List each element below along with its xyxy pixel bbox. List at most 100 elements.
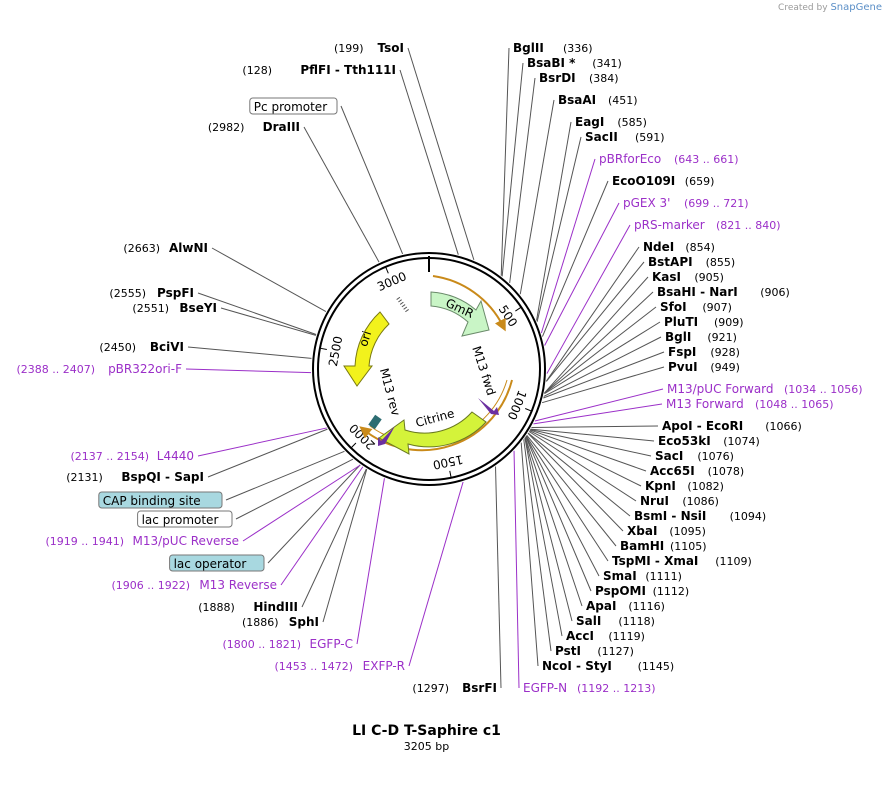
site-label[interactable]: M13 Reverse (1906 .. 1922) (111, 578, 277, 592)
site-label[interactable]: SacI(1076) (655, 449, 734, 463)
enzyme-name: BglI (665, 330, 691, 344)
leader-line (185, 368, 312, 374)
orf-arc-citrine (359, 379, 513, 452)
site-label[interactable]: BspQI - SapI(2131) (66, 470, 204, 484)
site-label[interactable]: TsoI(199) (334, 41, 404, 55)
tick-label: 1500 (432, 452, 465, 472)
site-label[interactable]: CAP binding site (98, 491, 223, 509)
site-label[interactable]: PstI(1127) (555, 644, 634, 658)
site-label[interactable]: pBRforEco(643 .. 661) (599, 152, 739, 166)
site-label[interactable]: Acc65I(1078) (650, 464, 744, 478)
site-label[interactable]: PflFI - Tth111I(128) (242, 63, 396, 77)
site-label[interactable]: ApoI - EcoRI(1066) (662, 419, 802, 433)
site-label[interactable]: FspI(928) (668, 345, 740, 359)
site-label[interactable]: HindIII(1888) (198, 600, 298, 614)
site-label[interactable]: BglI(921) (665, 330, 737, 344)
primer-name: EXFP-R (363, 659, 405, 673)
primer-name: M13/pUC Forward (667, 382, 774, 396)
enzyme-name: BsaBI * (527, 56, 576, 70)
site-label[interactable]: TspMI - XmaI(1109) (612, 554, 752, 568)
primer-name: M13 Reverse (199, 578, 277, 592)
site-label[interactable]: BsrDI(384) (539, 71, 619, 85)
site-label[interactable]: SalI(1118) (576, 614, 655, 628)
site-position: (1919 .. 1941) (45, 535, 124, 548)
site-label[interactable]: BsaHI - NarI(906) (657, 285, 790, 299)
site-label[interactable]: lac promoter (137, 510, 233, 528)
site-label[interactable]: BseYI(2551) (132, 301, 217, 315)
site-label[interactable]: ApaI(1116) (586, 599, 665, 613)
site-position: (906) (760, 286, 790, 299)
leader-line (529, 429, 647, 472)
site-label[interactable]: XbaI(1095) (627, 524, 706, 538)
site-position: (2131) (66, 471, 103, 484)
site-label[interactable]: BsrFI(1297) (412, 681, 497, 695)
site-label[interactable]: AlwNI(2663) (123, 241, 208, 255)
primer-name: pGEX 3' (623, 196, 670, 210)
site-label[interactable]: NruI(1086) (640, 494, 719, 508)
leader-line (543, 351, 665, 399)
feature-gmr-arrow[interactable]: GmR (430, 291, 490, 337)
site-label[interactable]: BstAPI(855) (648, 255, 735, 269)
site-label[interactable]: SmaI(1111) (603, 569, 682, 583)
site-label[interactable]: M13 Forward(1048 .. 1065) (666, 397, 834, 411)
tick-mark (319, 347, 327, 350)
site-position: (1076) (697, 450, 734, 463)
site-label[interactable]: AccI(1119) (566, 629, 645, 643)
pc-promoter-mark (396, 296, 410, 314)
site-label[interactable]: M13/pUC Forward(1034 .. 1056) (667, 382, 863, 396)
leader-line (500, 47, 510, 276)
site-label[interactable]: Eco53kI(1074) (658, 434, 760, 448)
leader-line (509, 77, 536, 283)
site-position: (1906 .. 1922) (111, 579, 190, 592)
site-label[interactable]: SfoI(907) (660, 300, 732, 314)
feature-ori-arrow[interactable]: ori (343, 311, 390, 387)
site-label[interactable]: EGFP-C(1800 .. 1821) (222, 637, 353, 651)
feature-box (249, 97, 338, 115)
site-label[interactable]: KasI(905) (652, 270, 724, 284)
site-label[interactable]: PspOMI(1112) (595, 584, 689, 598)
site-position: (1094) (730, 510, 767, 523)
site-label[interactable]: PvuI(949) (668, 360, 740, 374)
leader-line (303, 126, 380, 263)
site-label[interactable]: pGEX 3'(699 .. 721) (623, 196, 749, 210)
site-label[interactable]: lac operator (169, 554, 265, 572)
site-label[interactable]: SacII(591) (585, 130, 665, 144)
m13-rev-arrow (378, 426, 395, 446)
leader-line (544, 291, 654, 394)
site-label[interactable]: BsaBI *(341) (527, 56, 622, 70)
site-label[interactable]: L4440(2137 .. 2154) (70, 449, 194, 463)
site-label[interactable]: BglII(336) (513, 41, 593, 55)
enzyme-name: NdeI (643, 240, 674, 254)
leader-line (267, 464, 361, 564)
site-label[interactable]: NcoI - StyI(1145) (542, 659, 674, 673)
site-label[interactable]: BsaAI(451) (558, 93, 638, 107)
site-label[interactable]: KpnI(1082) (645, 479, 724, 493)
site-position: (949) (710, 361, 740, 374)
site-label[interactable]: PspFI(2555) (109, 286, 194, 300)
site-label[interactable]: BamHI(1105) (620, 539, 707, 553)
site-label[interactable]: BsmI - NsiI(1094) (634, 509, 766, 523)
leader-line (530, 428, 655, 442)
site-label[interactable]: DraIII(2982) (208, 120, 300, 134)
site-label[interactable]: BciVI(2450) (99, 340, 184, 354)
site-label[interactable]: EXFP-R(1453 .. 1472) (274, 659, 405, 673)
site-label[interactable]: Pc promoter (249, 97, 338, 115)
site-position: (451) (608, 94, 638, 107)
site-label[interactable]: pBR322ori-F(2388 .. 2407) (16, 362, 182, 376)
feature-label: Citrine (414, 406, 456, 430)
site-label[interactable]: EcoO109I(659) (612, 174, 714, 188)
site-position: (928) (710, 346, 740, 359)
leader-line (407, 47, 475, 261)
leader-line (525, 436, 592, 592)
site-position: (1297) (412, 682, 449, 695)
site-label[interactable]: SphI (1886) (242, 615, 319, 629)
site-label[interactable]: M13/pUC Reverse(1919 .. 1941) (45, 534, 239, 548)
enzyme-name: SphI (289, 615, 319, 629)
site-label[interactable]: EagI(585) (575, 115, 647, 129)
site-label[interactable]: NdeI(854) (643, 240, 715, 254)
site-position: (591) (635, 131, 665, 144)
site-label[interactable]: PluTI(909) (664, 315, 744, 329)
site-label[interactable]: EGFP-N(1192 .. 1213) (523, 681, 656, 695)
site-position: (1886) (242, 616, 279, 629)
site-label[interactable]: pRS-marker(821 .. 840) (634, 218, 781, 232)
